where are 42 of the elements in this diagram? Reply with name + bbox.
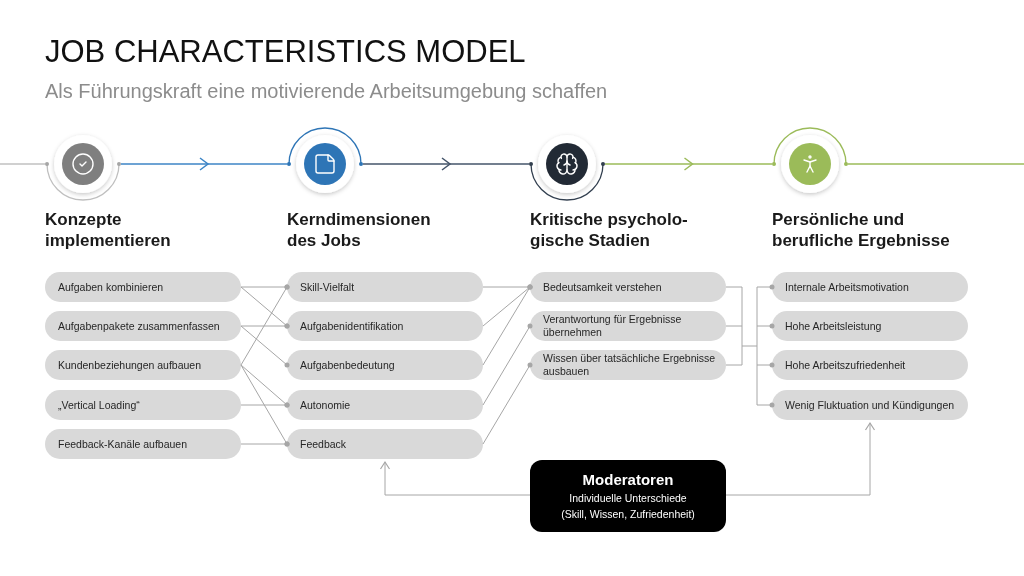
connector-line: [240, 441, 290, 447]
timeline-arrow: [120, 157, 288, 171]
rounded-pill: Aufgabenidentifikation: [287, 311, 483, 341]
moderator-box: [530, 460, 726, 532]
rounded-pill: Aufgabenbedeutung: [287, 350, 483, 380]
rounded-pill: Verantwortung für Ergebnisse übernehmen: [530, 311, 726, 341]
timeline-arrow: [362, 157, 530, 171]
stage-heading: Kritische psycholo-gische Stadien: [530, 209, 689, 251]
rounded-pill: Wenig Fluktuation und Kündigungen: [772, 390, 968, 420]
rounded-pill: Hohe Arbeitsleistung: [772, 311, 968, 341]
title: JOB CHARACTERISTICS MODEL: [45, 33, 526, 70]
subtitle: Als Führungskraft eine motivierende Arbeitsumgebung schaffen: [45, 79, 608, 103]
bracket-connector: [725, 284, 775, 408]
moderator-title: Moderatoren: [582, 470, 674, 489]
rounded-pill: Aufgaben kombinieren: [45, 272, 241, 302]
connector-line: [240, 323, 290, 329]
stage-heading: Kerndimensionen des Jobs: [287, 209, 432, 251]
rounded-pill: Feedback: [287, 429, 483, 459]
rounded-pill: Wissen über tatsächliche Ergebnisse ausbauen: [530, 350, 726, 380]
timeline-line: [847, 163, 1024, 165]
timeline-line: [0, 163, 46, 165]
rounded-pill: Bedeutsamkeit verstehen: [530, 272, 726, 302]
moderator-description: Individuelle Unterschiede (Skill, Wissen, Zufriedenheit): [560, 491, 696, 522]
rounded-pill: Skill-Vielfalt: [287, 272, 483, 302]
elbow-arrow: [379, 461, 531, 496]
rounded-pill: „Vertical Loading“: [45, 390, 241, 420]
elbow-arrow: [725, 422, 876, 496]
rounded-pill: Kundenbeziehungen aufbauen: [45, 350, 241, 380]
stage-heading: Persönliche und berufliche Ergebnisse: [772, 209, 951, 251]
connector-line: [482, 284, 533, 366]
rounded-pill: Aufgabenpakete zusammenfassen: [45, 311, 241, 341]
stage-heading: Konzepte implementieren: [45, 209, 172, 251]
connector-line: [482, 362, 533, 445]
rounded-pill: Autonomie: [287, 390, 483, 420]
connector-line: [240, 284, 290, 366]
connector-line: [240, 402, 290, 408]
connector-line: [482, 323, 533, 406]
timeline-arrow: [604, 157, 773, 171]
rounded-pill: Hohe Arbeitszufriedenheit: [772, 350, 968, 380]
connector-line: [240, 325, 290, 368]
rounded-pill: Feedback-Kanäle aufbauen: [45, 429, 241, 459]
rounded-pill: Internale Arbeitsmotivation: [772, 272, 968, 302]
